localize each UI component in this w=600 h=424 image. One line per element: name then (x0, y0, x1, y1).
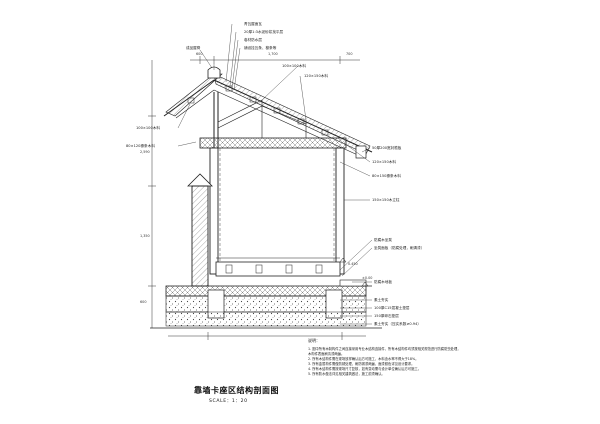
note-item: 3. 所有金属构件需做防锈处理，刷防锈漆两遍，面漆颜色详见设计要求。 (308, 362, 415, 366)
dim-top-2: 700 (346, 52, 353, 56)
callout-soil-2: 素土夯实（压实系数≥0.94） (374, 322, 421, 326)
callout-roof-tile: 青瓦屋面瓦 (244, 22, 262, 26)
dim-top-0: 600 (196, 52, 203, 56)
back-wall (187, 173, 213, 287)
drawing-title: 靠墙卡座区结构剖面图 (194, 385, 279, 395)
columns (209, 147, 345, 275)
callout-mortar-layer: 20厚1:3水泥砂浆找平层 (244, 30, 284, 34)
dim-left-0: 2,590 (140, 150, 150, 154)
note-item: 木构件表面刷清漆两遍。 (308, 352, 345, 356)
callout-gravel: 150厚碎石垫层 (374, 314, 399, 318)
callout-soil-1: 素土夯实 (374, 298, 389, 302)
note-item: 5. 所有防水做法详见相关建筑做法，施工前须确认。 (308, 372, 385, 376)
roof (163, 66, 373, 159)
callout-timber-100: 100×100木料 (282, 64, 306, 68)
dimension-lines (148, 56, 366, 340)
callout-right-rafter: 80×150椽条木料 (372, 174, 401, 178)
callout-deck: 防腐木地板 (374, 280, 392, 284)
dim-level: 0.450 (348, 262, 358, 266)
dim-top-1: 1,700 (268, 52, 278, 56)
dim-left-2: 600 (140, 300, 147, 304)
level-markers (339, 257, 369, 287)
dim-floor: ±0.00 (362, 276, 373, 280)
note-item: 1. 图中所有木制构件之间连接采用专业木结构连接件，所有木结构件均须按相关规范进… (308, 347, 461, 351)
notes-heading: 说明： (308, 338, 320, 343)
callout-concrete: 100厚C15混凝土垫层 (374, 306, 410, 310)
callout-ridge: 成品屋脊 (186, 46, 201, 50)
note-item: 4. 所有木结构件需按现场尺寸复核，如有变动需与设计单位确认后方可施工。 (308, 367, 421, 371)
callout-bench: 防腐木坐凳 (374, 238, 392, 242)
callout-battens: 铺设挂瓦条、檩条等 (244, 46, 277, 50)
callout-timber-120: 120×150木料 (304, 74, 328, 78)
bench (215, 257, 341, 277)
drawing-scale: SCALE：1：20 (209, 399, 248, 404)
foundation (150, 279, 382, 329)
note-item: 2. 所有木结构件需在现场放样确认后方可施工，木料含水率不得大于18%。 (308, 357, 419, 361)
callout-column: 150×150木立柱 (372, 198, 400, 202)
roof-truss (199, 92, 347, 149)
callout-left-timber: 100×100木料 (136, 126, 160, 130)
callout-left-rafter: 80×120椽条木料 (126, 144, 155, 148)
callout-eave-board: 50厚200宽封檐板 (372, 146, 402, 150)
dim-left-1: 1,350 (140, 234, 150, 238)
callout-bench-panel: 坐凳面板（防腐处理，刷清漆） (374, 246, 425, 250)
leader-lines (177, 23, 373, 325)
callout-waterproof: 卷材防水层 (244, 38, 262, 42)
callout-right-timber: 120×150木料 (372, 160, 396, 164)
